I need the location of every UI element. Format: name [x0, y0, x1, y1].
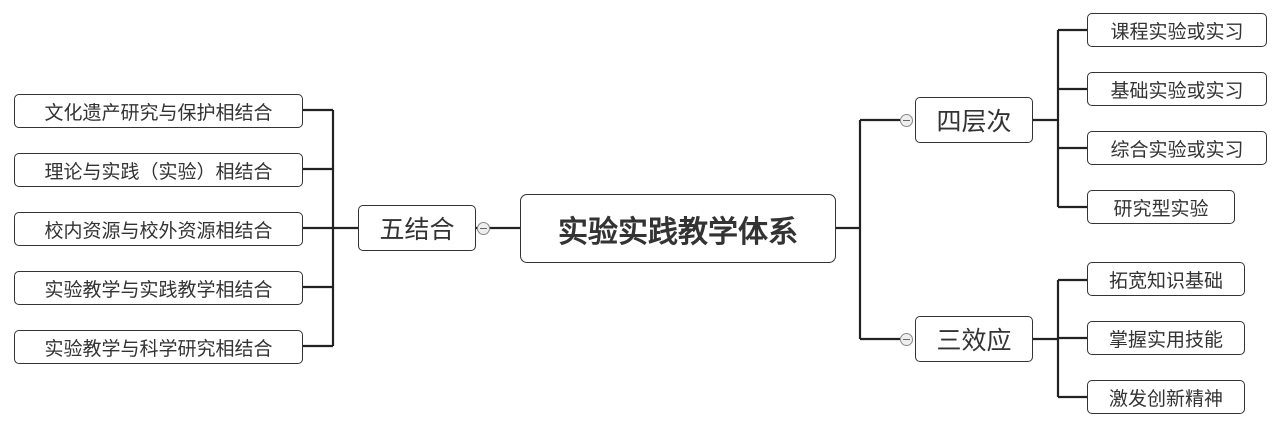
leaf-node[interactable]: 理论与实践（实验）相结合 [14, 153, 303, 187]
leaf-node[interactable]: 课程实验或实习 [1087, 13, 1267, 47]
leaf-label: 基础实验或实习 [1110, 79, 1244, 102]
leaf-node[interactable]: 掌握实用技能 [1087, 321, 1245, 355]
leaf-label: 实验教学与实践教学相结合 [44, 278, 273, 301]
root-label: 实验实践教学体系 [558, 214, 798, 250]
leaf-node[interactable]: 实验教学与科学研究相结合 [14, 330, 303, 364]
branch-five-combinations[interactable]: 五结合 [358, 205, 476, 251]
collapse-toggle-icon[interactable] [477, 222, 490, 235]
branch-three-effects[interactable]: 三效应 [915, 316, 1033, 362]
branch-label: 四层次 [936, 107, 1012, 136]
leaf-label: 课程实验或实习 [1110, 20, 1244, 43]
leaf-label: 研究型实验 [1113, 197, 1209, 220]
leaf-label: 综合实验或实习 [1110, 138, 1244, 161]
leaf-node[interactable]: 激发创新精神 [1087, 380, 1245, 414]
leaf-node[interactable]: 研究型实验 [1087, 190, 1235, 224]
leaf-node[interactable]: 拓宽知识基础 [1087, 262, 1245, 296]
leaf-label: 理论与实践（实验）相结合 [44, 160, 273, 183]
leaf-node[interactable]: 基础实验或实习 [1087, 72, 1267, 106]
branch-label: 五结合 [379, 215, 455, 244]
leaf-node[interactable]: 实验教学与实践教学相结合 [14, 271, 303, 305]
leaf-label: 校内资源与校外资源相结合 [44, 219, 273, 242]
leaf-label: 实验教学与科学研究相结合 [44, 337, 273, 360]
leaf-node[interactable]: 综合实验或实习 [1087, 131, 1267, 165]
branch-four-levels[interactable]: 四层次 [915, 97, 1033, 143]
collapse-toggle-icon[interactable] [900, 333, 913, 346]
leaf-label: 文化遗产研究与保护相结合 [44, 101, 273, 124]
branch-label: 三效应 [936, 326, 1012, 355]
collapse-toggle-icon[interactable] [900, 114, 913, 127]
leaf-label: 拓宽知识基础 [1108, 269, 1223, 292]
root-node[interactable]: 实验实践教学体系 [520, 194, 836, 263]
leaf-label: 激发创新精神 [1108, 387, 1223, 410]
leaf-label: 掌握实用技能 [1108, 328, 1223, 351]
leaf-node[interactable]: 文化遗产研究与保护相结合 [14, 94, 303, 128]
leaf-node[interactable]: 校内资源与校外资源相结合 [14, 212, 303, 246]
